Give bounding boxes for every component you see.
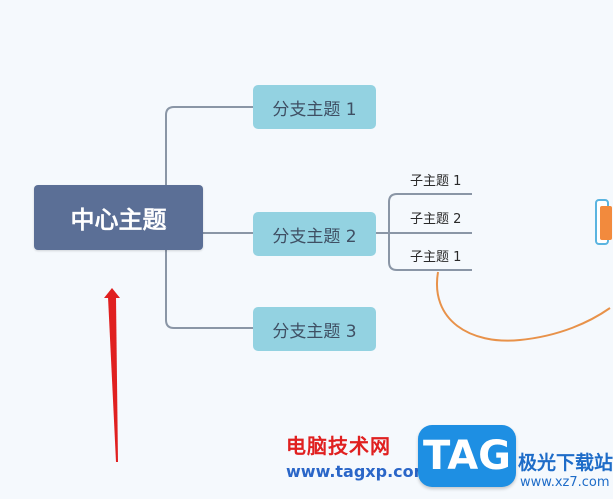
- watermark-site-url: www.tagxp.com: [286, 462, 431, 481]
- connector-central-branch3: [165, 250, 253, 329]
- branch-topic-1-label: 分支主题 1: [272, 99, 357, 120]
- branch-topic-1[interactable]: 分支主题 1: [253, 85, 376, 129]
- watermark-site-name: 电脑技术网: [286, 434, 391, 458]
- central-topic-label: 中心主题: [70, 206, 167, 234]
- connector-central-branch1: [165, 106, 253, 185]
- subtopic-3[interactable]: 子主题 1: [410, 250, 462, 265]
- selected-floating-topic-fill: [600, 206, 612, 240]
- connector-sub3: [388, 233, 472, 271]
- relationship-curve: [435, 271, 611, 342]
- branch-topic-2-label: 分支主题 2: [272, 226, 357, 247]
- subtopic-2[interactable]: 子主题 2: [410, 212, 462, 227]
- branch-topic-2[interactable]: 分支主题 2: [253, 212, 376, 256]
- central-topic[interactable]: 中心主题: [34, 185, 203, 250]
- branch-topic-3[interactable]: 分支主题 3: [253, 307, 376, 351]
- watermark-tag-text: TAG: [423, 433, 511, 479]
- watermark-download-url: www.xz7.com: [520, 475, 610, 490]
- subtopic-1[interactable]: 子主题 1: [410, 174, 462, 189]
- connector-sub1: [388, 193, 472, 233]
- branch-topic-3-label: 分支主题 3: [272, 321, 357, 342]
- selected-floating-topic[interactable]: [595, 199, 612, 245]
- watermark-tag-logo: TAG: [418, 425, 516, 487]
- watermark-download-site: 极光下载站: [518, 452, 613, 474]
